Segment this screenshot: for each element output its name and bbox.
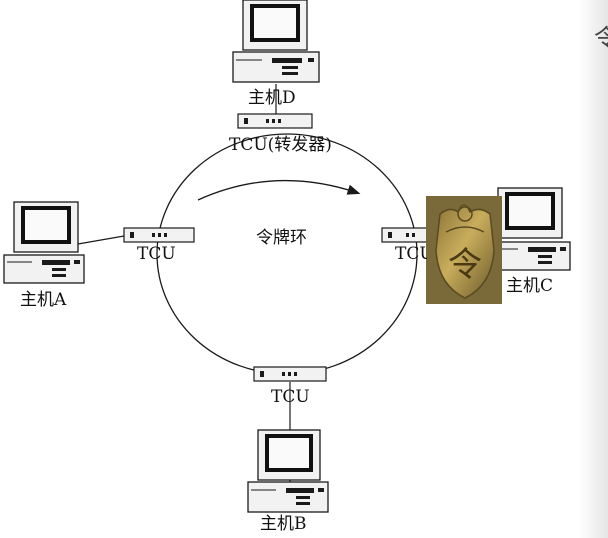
token-ring: [156, 133, 418, 375]
host-d-label: 主机D: [248, 88, 296, 108]
host-c-label: 主机C: [506, 276, 554, 296]
link-a-to-tcu: [77, 235, 125, 245]
computer-d-icon: [232, 0, 320, 83]
tcu-left-label: TCU: [137, 244, 176, 264]
ring-label: 令牌环: [256, 228, 307, 248]
token-badge-char: 令: [448, 245, 482, 285]
token-badge-image: 令: [426, 196, 502, 304]
tcu-bottom-label: TCU: [271, 387, 310, 407]
computer-a-icon: [3, 201, 85, 284]
tcu-top-device: [237, 113, 313, 129]
host-b-label: 主机B: [260, 514, 307, 534]
computer-b-icon: [247, 429, 329, 513]
tcu-top-label: TCU(转发器): [229, 135, 332, 155]
tcu-bottom-device: [253, 366, 327, 382]
slide-edge-panel: [578, 0, 608, 538]
host-a-label: 主机A: [20, 290, 67, 310]
slide-edge-glyph: 令: [594, 24, 608, 52]
computer-c-icon: [489, 187, 571, 271]
ring-direction-arrow: [197, 179, 361, 201]
tcu-right-label: TCU: [395, 246, 427, 263]
tcu-right-device: [381, 227, 433, 243]
tcu-left-device: [123, 227, 195, 243]
